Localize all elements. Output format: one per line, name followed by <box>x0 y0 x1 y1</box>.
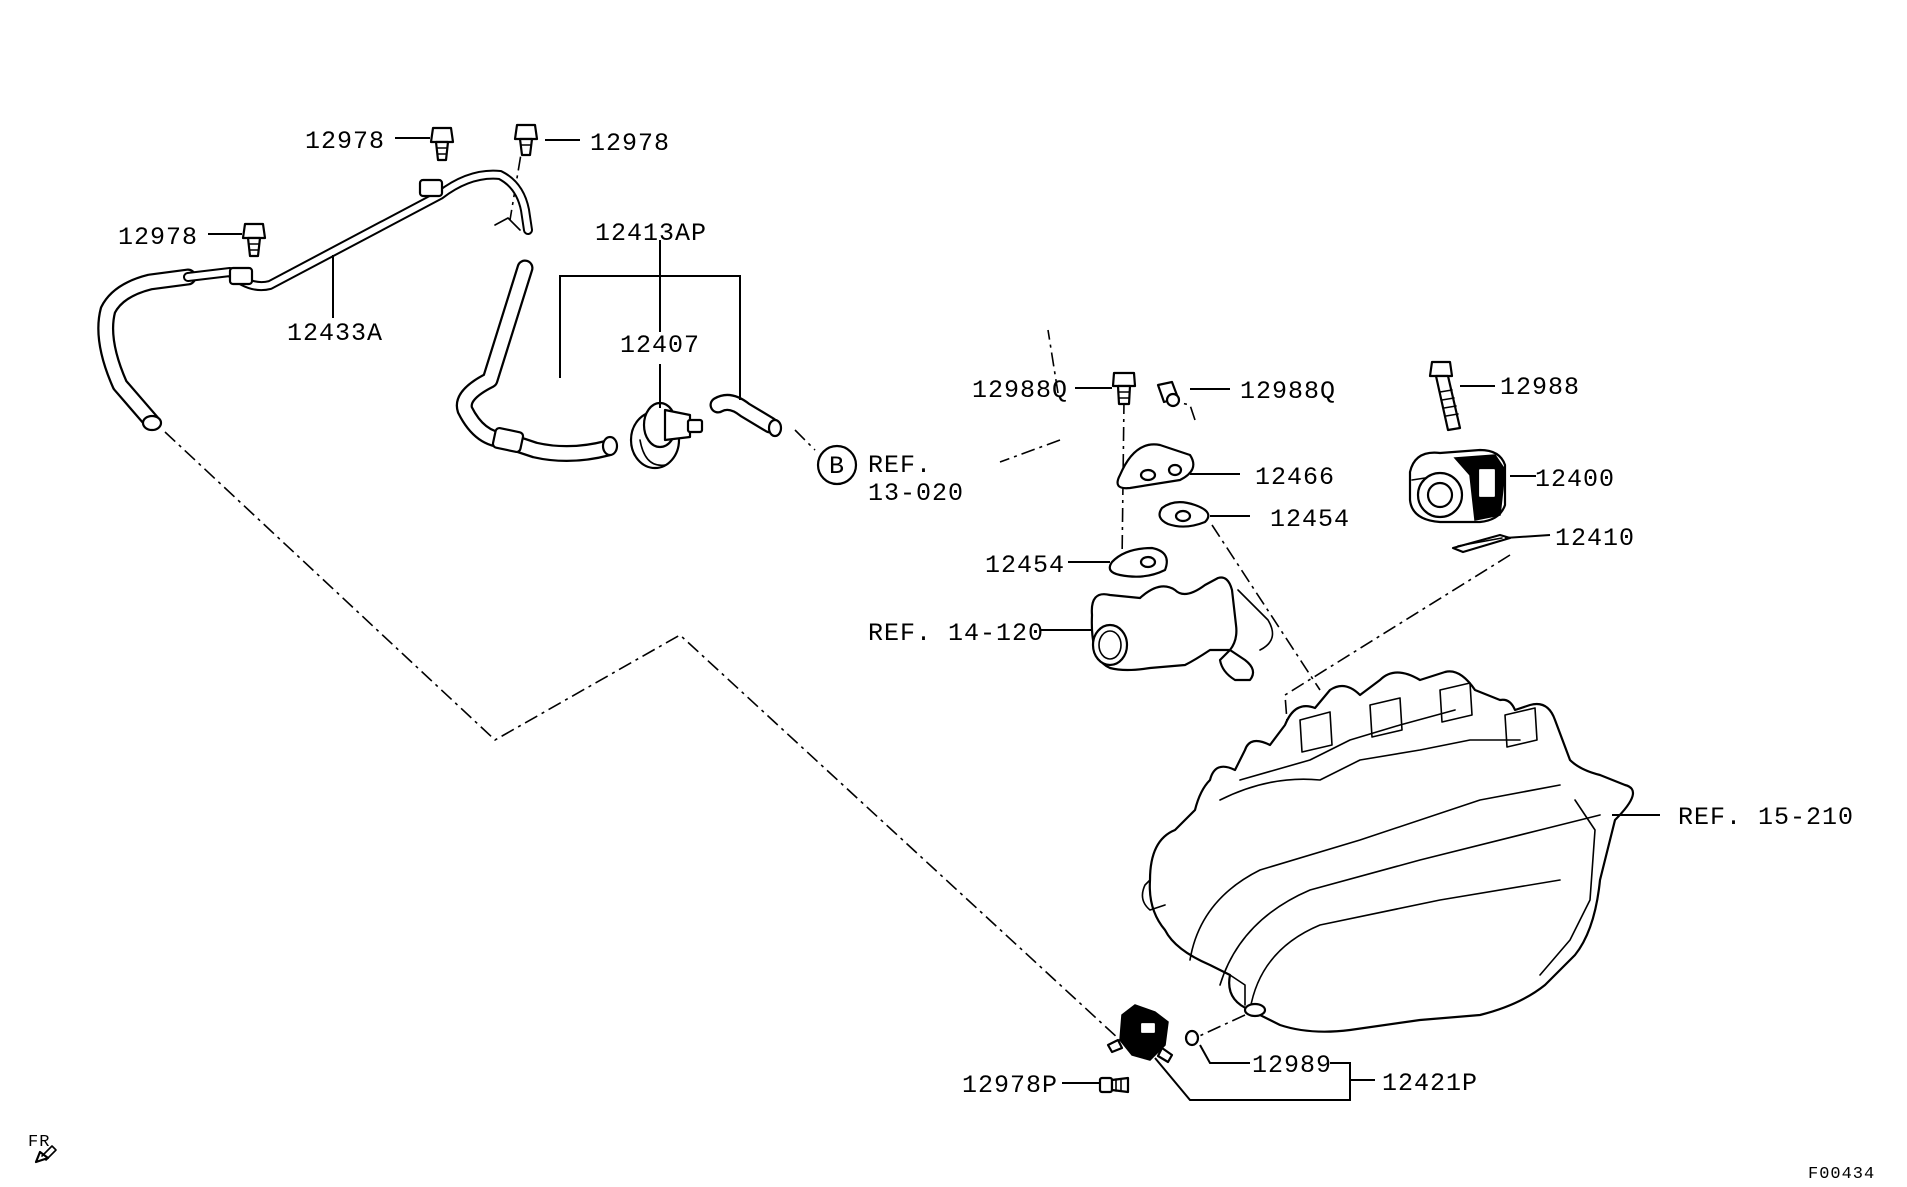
label-12407: 12407 <box>620 331 700 360</box>
label-12988q-left: 12988Q <box>972 376 1068 405</box>
bolt-12978-left <box>241 222 267 258</box>
label-12433a: 12433A <box>287 319 383 348</box>
gasket-12454-lower <box>1108 546 1168 578</box>
label-12988: 12988 <box>1500 373 1580 402</box>
part-labels: 12978 12978 12978 12433A 12413AP 12407 B… <box>28 127 1875 1184</box>
front-direction-arrow <box>34 1145 57 1164</box>
label-12978-top-right: 12978 <box>590 129 670 158</box>
bolt-12988q-left <box>1111 371 1137 406</box>
bolt-12978p <box>1098 1076 1130 1094</box>
label-12978p: 12978P <box>962 1071 1058 1100</box>
damper-12407 <box>629 401 704 470</box>
egr-pipe-ref-14-120 <box>1090 576 1274 682</box>
bolt-12978-top-left <box>429 126 455 162</box>
egr-valve-12400 <box>1408 448 1507 524</box>
label-ref-b-line1: REF. <box>868 451 932 480</box>
hose-12413ap-left <box>455 259 619 463</box>
label-ref-14-120: REF. 14-120 <box>868 619 1044 648</box>
label-12989: 12989 <box>1252 1051 1332 1080</box>
label-12978-top-left: 12978 <box>305 127 385 156</box>
label-12413ap: 12413AP <box>595 219 707 248</box>
label-ref-b-line2: 13-020 <box>868 479 964 508</box>
label-12454-lower: 12454 <box>985 551 1065 580</box>
label-ref-b-letter: B <box>829 452 845 481</box>
gasket-12466 <box>1116 443 1195 490</box>
label-12988q-right: 12988Q <box>1240 377 1336 406</box>
oring-12989 <box>1184 1029 1200 1047</box>
ref-b-marker <box>816 444 858 486</box>
label-12400: 12400 <box>1535 465 1615 494</box>
intake-manifold-ref-15-210 <box>1141 670 1635 1033</box>
sensor-12421p <box>1106 1004 1174 1064</box>
label-ref-15-210: REF. 15-210 <box>1678 803 1854 832</box>
hose-12413ap-right <box>709 393 783 438</box>
label-12454-upper: 12454 <box>1270 505 1350 534</box>
pipe-assembly-12433a <box>97 169 533 432</box>
bolt-12988 <box>1428 360 1462 432</box>
gasket-12410 <box>1451 533 1512 554</box>
label-12978-left: 12978 <box>118 223 198 252</box>
label-figure-code: F00434 <box>1808 1165 1875 1184</box>
label-fr: FR <box>28 1133 50 1152</box>
label-12410: 12410 <box>1555 524 1635 553</box>
bolt-12978-top-right <box>513 123 539 157</box>
label-12466: 12466 <box>1255 463 1335 492</box>
label-12421p: 12421P <box>1382 1069 1478 1098</box>
leader-lines <box>208 137 1660 1101</box>
gasket-12454-upper <box>1158 501 1210 528</box>
bolt-12988q-right <box>1156 380 1181 408</box>
